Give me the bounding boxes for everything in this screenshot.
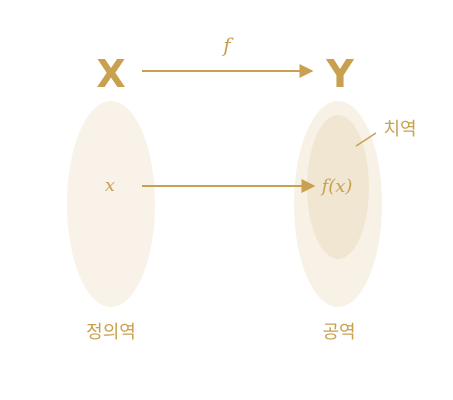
range-label: 치역 bbox=[383, 119, 416, 140]
codomain-label: 공역 bbox=[322, 322, 355, 343]
range-ellipse bbox=[307, 115, 369, 259]
function-label: f bbox=[221, 33, 234, 57]
domain-set-name: X bbox=[96, 52, 125, 96]
range-callout-line bbox=[355, 132, 377, 147]
element-x: x bbox=[105, 175, 115, 196]
codomain-set-name: Y bbox=[325, 52, 354, 96]
domain-label: 정의역 bbox=[86, 322, 136, 343]
element-fx: f(x) bbox=[320, 176, 353, 197]
domain-ellipse bbox=[67, 101, 155, 307]
